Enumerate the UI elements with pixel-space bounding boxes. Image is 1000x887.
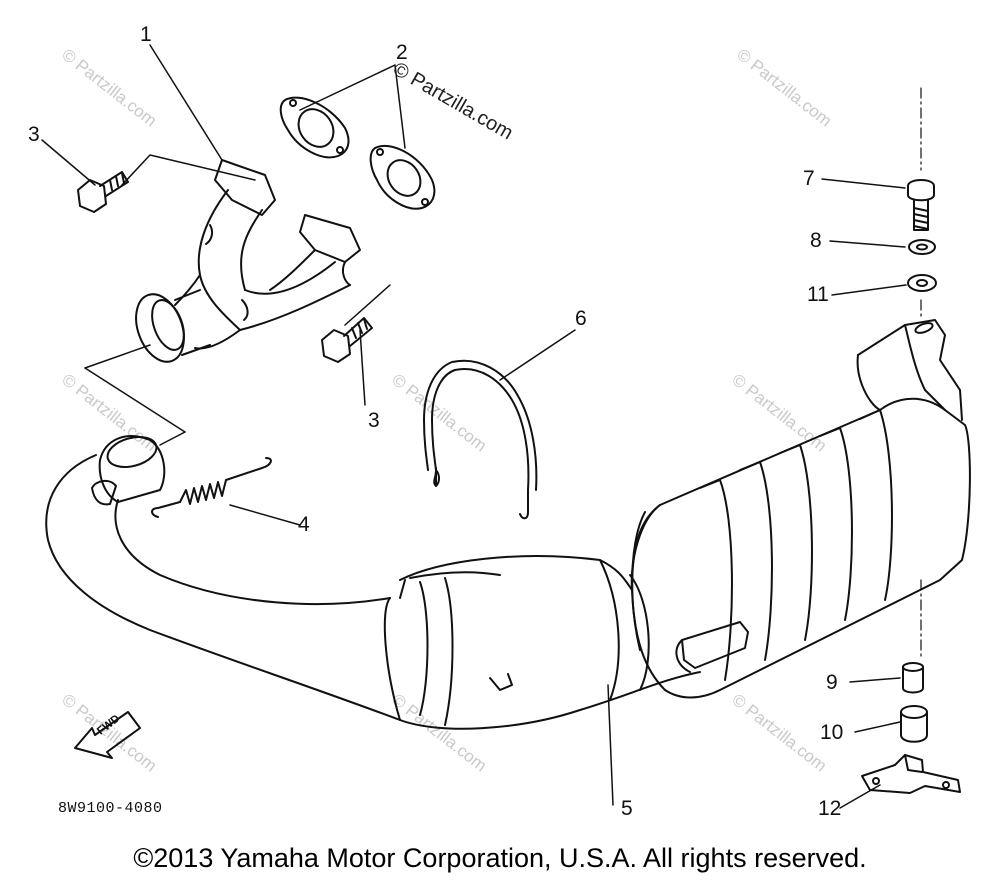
manifold-gasket-lower bbox=[369, 144, 436, 210]
callout-1: 1 bbox=[140, 23, 152, 46]
callout-3-upper: 3 bbox=[28, 123, 40, 146]
callout-8: 8 bbox=[810, 229, 822, 252]
callout-11: 11 bbox=[807, 283, 829, 306]
exhaust-manifold bbox=[135, 159, 361, 363]
copyright-notice: ©2013 Yamaha Motor Corporation, U.S.A. A… bbox=[133, 843, 867, 873]
mount-stay bbox=[861, 754, 961, 794]
mount-bolt bbox=[907, 179, 935, 231]
callout-7: 7 bbox=[803, 167, 815, 190]
flange-bolt-upper bbox=[77, 171, 129, 213]
callout-9: 9 bbox=[826, 671, 838, 694]
washer-lower bbox=[907, 274, 937, 292]
collar bbox=[902, 662, 924, 694]
callout-10: 10 bbox=[820, 721, 844, 744]
washer-upper bbox=[908, 239, 936, 255]
leader-lines bbox=[41, 44, 907, 809]
callout-2: 2 bbox=[396, 41, 408, 64]
manifold-gasket-upper bbox=[279, 96, 350, 159]
spring-long bbox=[423, 359, 538, 520]
callout-3-lower: 3 bbox=[368, 409, 380, 432]
exhaust-pipe-and-muffler bbox=[45, 319, 971, 730]
spring-short bbox=[151, 457, 272, 518]
callout-12: 12 bbox=[818, 797, 842, 820]
callout-4: 4 bbox=[298, 513, 310, 536]
grommet bbox=[900, 705, 928, 743]
callout-6: 6 bbox=[575, 307, 587, 330]
callout-5: 5 bbox=[621, 797, 633, 820]
diagram-code: 8W9100-4080 bbox=[58, 800, 163, 817]
fwd-arrow-icon bbox=[74, 711, 141, 759]
flange-bolt-lower bbox=[321, 317, 373, 363]
